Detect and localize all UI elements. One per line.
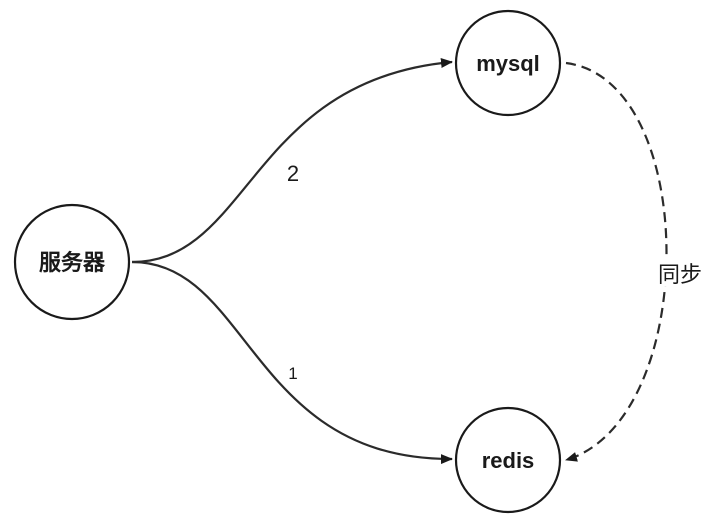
edge-server-to-redis <box>131 260 453 465</box>
edge-label-2: 2 <box>283 160 303 186</box>
edge-label-2-text: 2 <box>287 161 299 186</box>
node-server[interactable]: 服务器 <box>13 203 131 321</box>
edge-label-sync-text: 同步 <box>658 262 702 287</box>
edge-label-1-text: 1 <box>288 364 297 383</box>
node-server-label: 服务器 <box>39 250 106 275</box>
node-mysql[interactable]: mysql <box>454 9 562 117</box>
edge-label-1: 1 <box>285 362 301 383</box>
node-mysql-label: mysql <box>476 51 540 76</box>
edge-label-sync: 同步 <box>654 258 706 287</box>
node-redis-label: redis <box>482 448 535 473</box>
node-redis[interactable]: redis <box>454 406 562 514</box>
edge-mysql-to-redis <box>565 61 668 462</box>
edge-server-to-mysql <box>131 58 453 264</box>
